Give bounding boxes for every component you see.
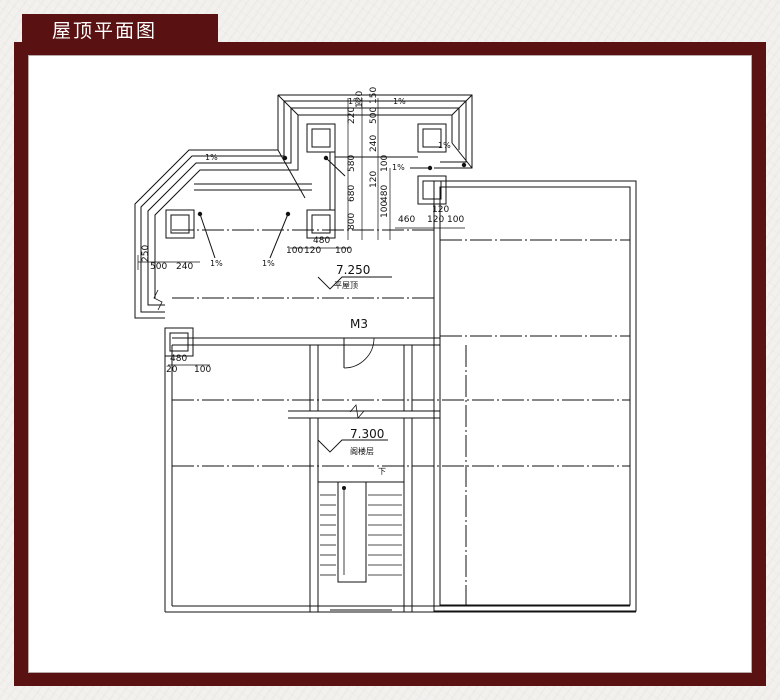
slope-mark: 1%	[393, 97, 406, 106]
dimension-text: 500	[369, 107, 379, 124]
column	[165, 209, 195, 239]
door-tag: M3	[350, 317, 368, 331]
dimension-text: 100	[194, 365, 211, 375]
column	[306, 209, 336, 239]
dimension-text: 100	[286, 246, 303, 256]
slope-mark: 1%	[392, 163, 405, 172]
dimension-text: 120	[304, 246, 321, 256]
roof-terrace-outline	[278, 94, 473, 169]
dimension-text: 480	[170, 354, 187, 364]
drawing-frame	[14, 42, 766, 686]
dimension-text: 120	[427, 215, 444, 225]
dimension-text: 580	[347, 155, 357, 172]
column	[164, 327, 194, 357]
elevation-label: 平屋顶	[334, 281, 358, 290]
slope-mark: 1%	[210, 259, 223, 268]
elevation-value: 7.300	[350, 427, 384, 441]
dimension-text: 100	[335, 246, 352, 256]
dimension-text: 100	[380, 201, 390, 218]
slope-mark: 1%	[348, 97, 361, 106]
slope-mark: 1%	[438, 141, 451, 150]
dimension-text: 800	[347, 213, 357, 230]
elevation-value: 7.250	[336, 263, 370, 277]
dimension-text: 480	[380, 185, 390, 202]
dimension-text: 20	[166, 365, 178, 375]
dimension-text: 480	[313, 236, 330, 246]
drawing-panel	[28, 55, 752, 673]
slope-mark: 1%	[205, 153, 218, 162]
dimension-text: 150	[369, 87, 379, 104]
dimension-text: 120	[432, 205, 449, 215]
dimension-text: 500	[150, 262, 167, 272]
dimension-text: 240	[369, 135, 379, 152]
dimension-text: 250	[141, 245, 151, 262]
stair-label: 下	[378, 467, 386, 476]
dimension-text: 460	[398, 215, 415, 225]
dimension-text: 120	[355, 91, 365, 108]
elevation-label: 阁楼层	[350, 446, 374, 456]
column	[417, 175, 447, 205]
building-outline	[433, 180, 637, 612]
dimension-text: 100	[380, 155, 390, 172]
dimension-text: 220	[347, 107, 357, 124]
dimension-text: 120	[369, 171, 379, 188]
dimension-text: 680	[347, 185, 357, 202]
column	[306, 123, 336, 153]
dimension-text: 240	[176, 262, 193, 272]
stair-treads	[320, 488, 402, 576]
column	[417, 123, 447, 153]
dimension-text: 100	[447, 215, 464, 225]
slope-mark: 1%	[262, 259, 275, 268]
